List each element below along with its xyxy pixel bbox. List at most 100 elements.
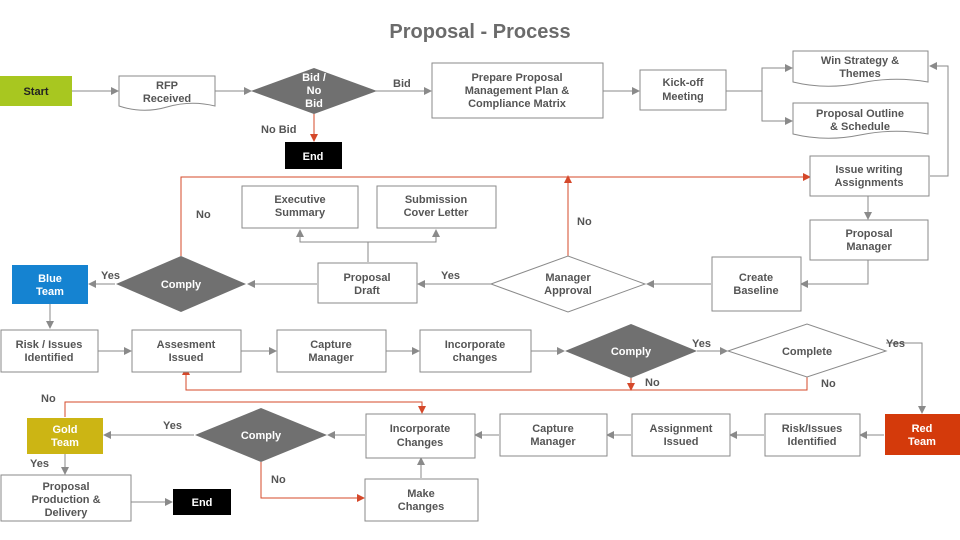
svg-text:Executive: Executive (274, 194, 325, 206)
svg-text:Blue: Blue (38, 273, 62, 285)
proposal-outline-node: Proposal Outline & Schedule (792, 102, 929, 139)
win-strategy-node: Win Strategy & Themes (792, 50, 929, 87)
svg-text:Create: Create (739, 272, 773, 284)
risk-issues-node-2: Risk/Issues Identified (764, 413, 861, 457)
svg-text:Incorporate: Incorporate (445, 339, 506, 351)
rfp-received-node: RFP Received (118, 75, 216, 111)
svg-text:Summary: Summary (275, 207, 326, 219)
svg-text:Comply: Comply (611, 346, 652, 358)
prepare-proposal-node: Prepare Proposal Management Plan & Compl… (431, 62, 604, 119)
edge-label-comply2-no: No (645, 377, 660, 389)
svg-text:Comply: Comply (161, 279, 202, 291)
svg-text:Delivery: Delivery (45, 507, 89, 519)
make-changes-node: Make Changes (364, 478, 479, 522)
comply-decision-3: Comply (195, 408, 327, 462)
svg-text:Risk/Issues: Risk/Issues (782, 423, 843, 435)
svg-text:RFP: RFP (156, 80, 178, 92)
svg-text:End: End (303, 151, 324, 163)
svg-text:Issued: Issued (169, 352, 204, 364)
svg-text:Issued: Issued (664, 436, 699, 448)
svg-text:Received: Received (143, 93, 191, 105)
svg-text:Changes: Changes (397, 437, 443, 449)
svg-text:Risk / Issues: Risk / Issues (16, 339, 83, 351)
complete-decision: Complete (726, 323, 888, 378)
edge-label-complete-no: No (821, 378, 836, 390)
svg-text:Bid /: Bid / (302, 72, 326, 84)
executive-summary-node: Executive Summary (241, 185, 359, 229)
issue-assignments-node: Issue writing Assignments (809, 155, 930, 197)
edge-label-comply1-no: No (196, 209, 211, 221)
svg-text:Incorporate: Incorporate (390, 423, 451, 435)
svg-text:Comply: Comply (241, 430, 282, 442)
svg-text:Team: Team (36, 286, 64, 298)
svg-text:Changes: Changes (398, 501, 444, 513)
svg-text:Submission: Submission (405, 194, 468, 206)
svg-text:Themes: Themes (839, 68, 881, 80)
edge-label-comply2-yes: Yes (692, 338, 711, 350)
svg-text:Manager: Manager (308, 352, 354, 364)
svg-text:changes: changes (453, 352, 498, 364)
edge-label-comply3-yes: Yes (163, 420, 182, 432)
edge-label-bid: Bid (393, 78, 411, 90)
svg-text:Manager: Manager (846, 241, 892, 253)
svg-text:& Schedule: & Schedule (830, 121, 890, 133)
gold-team-node: Gold Team (27, 418, 103, 454)
svg-text:Identified: Identified (25, 352, 74, 364)
end-node-top: End (285, 142, 342, 169)
edge-label-approval-no: No (577, 216, 592, 228)
diagram-title: Proposal - Process (389, 21, 570, 43)
svg-text:Make: Make (407, 488, 435, 500)
svg-text:Draft: Draft (354, 285, 380, 297)
svg-text:Proposal: Proposal (343, 272, 390, 284)
blue-team-node: Blue Team (12, 265, 88, 304)
proposal-production-node: Proposal Production & Delivery (0, 474, 132, 522)
edge-label-comply3-no: No (271, 474, 286, 486)
svg-text:Manager: Manager (530, 436, 576, 448)
edge-label-no-bid: No Bid (261, 124, 296, 136)
svg-text:Team: Team (51, 437, 79, 449)
svg-text:Production &: Production & (31, 494, 100, 506)
manager-approval-node: Manager Approval (489, 255, 647, 313)
svg-text:Kick-off: Kick-off (663, 77, 704, 89)
svg-text:Approval: Approval (544, 285, 592, 297)
svg-text:Team: Team (908, 436, 936, 448)
svg-text:Complete: Complete (782, 346, 832, 358)
svg-text:Management Plan &: Management Plan & (465, 85, 570, 97)
svg-text:Gold: Gold (52, 424, 77, 436)
svg-text:Issue writing: Issue writing (835, 164, 902, 176)
assessment-issued-node: Assesment Issued (131, 329, 242, 373)
svg-text:Capture: Capture (532, 423, 574, 435)
capture-manager-node-2: Capture Manager (499, 413, 608, 457)
svg-text:Assignments: Assignments (834, 177, 903, 189)
svg-text:Compliance Matrix: Compliance Matrix (468, 98, 567, 110)
bid-decision-node: Bid / No Bid (251, 68, 377, 114)
svg-text:Prepare Proposal: Prepare Proposal (471, 72, 562, 84)
svg-text:Cover Letter: Cover Letter (404, 207, 470, 219)
svg-text:Red: Red (912, 423, 933, 435)
kickoff-meeting-node: Kick-off Meeting (639, 69, 727, 111)
comply-decision-1: Comply (116, 256, 246, 312)
svg-text:Assignment: Assignment (650, 423, 713, 435)
edge-label-complete-yes: Yes (886, 338, 905, 350)
edge-label-gold-yes: Yes (30, 458, 49, 470)
create-baseline-node: Create Baseline (711, 256, 802, 312)
svg-text:End: End (192, 497, 213, 509)
edge-label-comply1-yes: Yes (101, 270, 120, 282)
svg-text:No: No (307, 85, 322, 97)
svg-text:Assesment: Assesment (157, 339, 216, 351)
proposal-draft-node: Proposal Draft (317, 262, 418, 304)
start-node: Start (0, 76, 72, 106)
end-node-bottom: End (173, 489, 231, 515)
svg-text:Start: Start (23, 86, 48, 98)
connectors (46, 62, 949, 506)
red-team-node: Red Team (885, 414, 960, 455)
submission-cover-letter-node: Submission Cover Letter (376, 185, 497, 229)
proposal-manager-node: Proposal Manager (809, 219, 929, 261)
svg-text:Meeting: Meeting (662, 91, 704, 103)
capture-manager-node-1: Capture Manager (276, 329, 387, 373)
svg-text:Proposal Outline: Proposal Outline (816, 108, 904, 120)
svg-text:Bid: Bid (305, 98, 323, 110)
risk-issues-node-1: Risk / Issues Identified (0, 329, 99, 373)
